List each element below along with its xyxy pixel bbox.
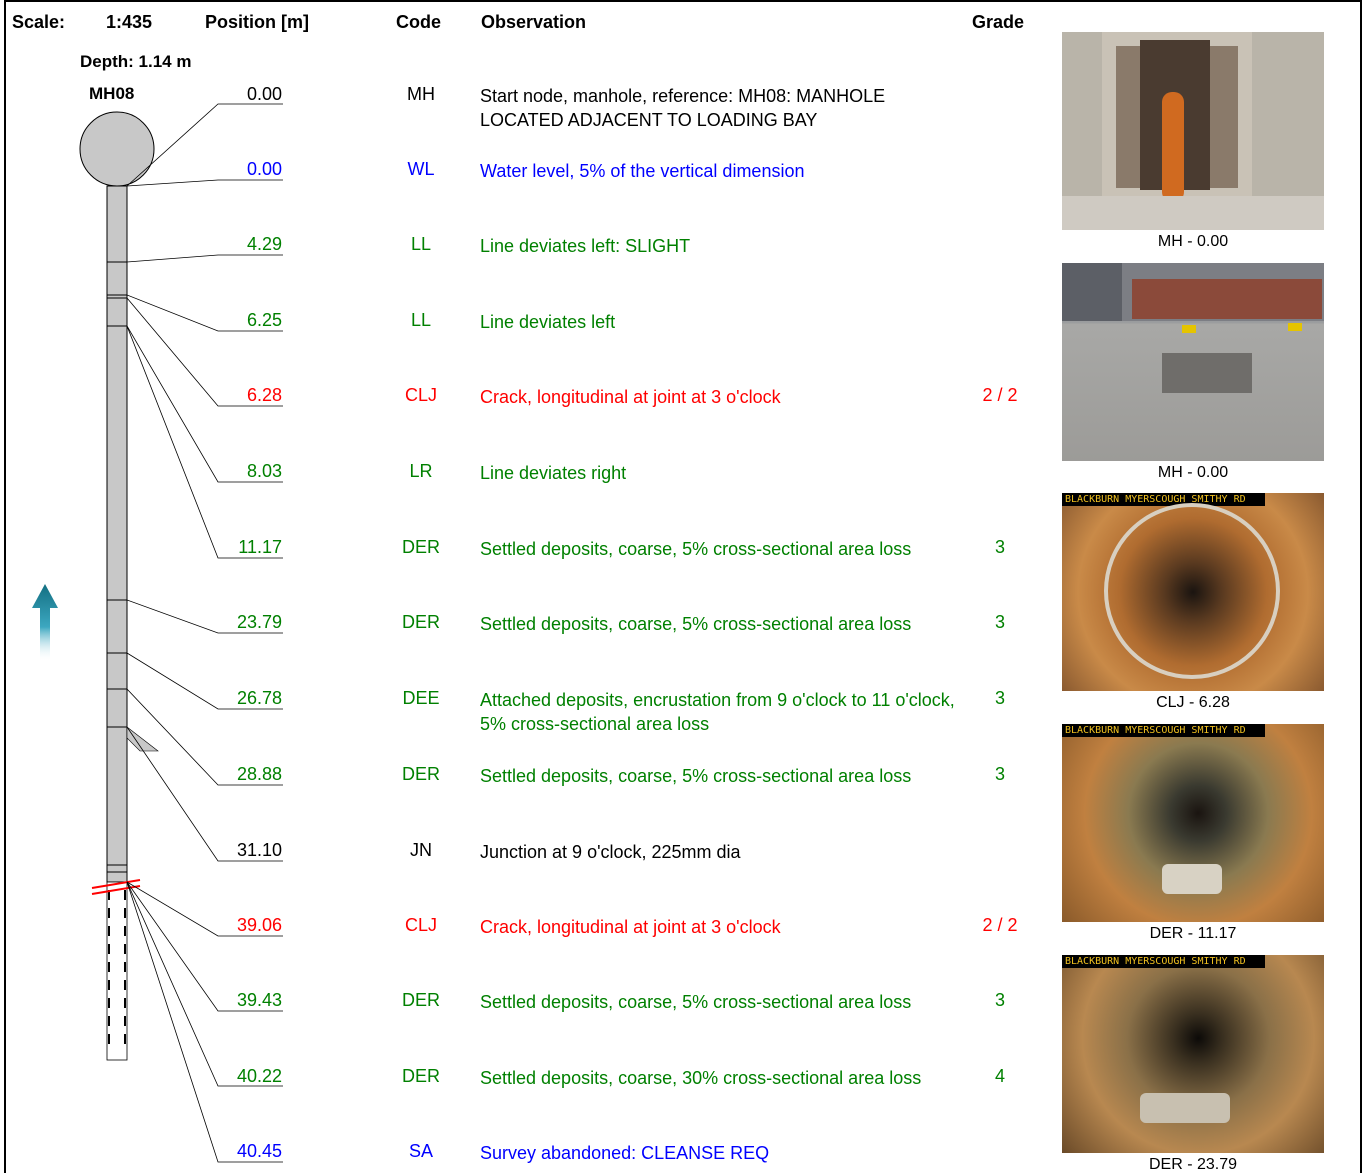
- code-value: MH: [407, 84, 435, 104]
- position-value: 40.45: [236, 1141, 282, 1161]
- observation-text: Start node, manhole, reference: MH08: MA…: [480, 86, 886, 130]
- manhole-symbol: [79, 111, 155, 187]
- position-value: 6.25: [246, 310, 282, 330]
- video-overlay-text: BLACKBURN MYERSCOUGH SMITHY RD: [1062, 955, 1265, 968]
- observation-text: Settled deposits, coarse, 5% cross-secti…: [480, 992, 912, 1012]
- grade-value: 3: [994, 612, 1005, 632]
- code-value: DEE: [402, 688, 440, 708]
- grade-value: 3: [994, 764, 1005, 784]
- grade-header: Grade: [972, 12, 1025, 32]
- position-value: 23.79: [236, 612, 282, 632]
- observation-text: Crack, longitudinal at joint at 3 o'cloc…: [480, 387, 781, 407]
- code-value: DER: [401, 990, 440, 1010]
- photo-manhole-chamber[interactable]: MH - 0.00: [1062, 32, 1324, 251]
- photo-pipe-interior-2[interactable]: BLACKBURN MYERSCOUGH SMITHY RD DER - 11.…: [1062, 724, 1324, 943]
- code-value: LL: [410, 234, 432, 254]
- code-header: Code: [396, 12, 441, 32]
- observation-text: Settled deposits, coarse, 5% cross-secti…: [480, 614, 912, 634]
- position-value: 39.43: [236, 990, 282, 1010]
- code-value: LL: [410, 310, 432, 330]
- pipe-unsurveyed: [106, 881, 128, 1061]
- observation-text: Line deviates left: SLIGHT: [480, 236, 691, 256]
- grade-value: 2 / 2: [982, 385, 1018, 405]
- photo-pipe-interior-1[interactable]: BLACKBURN MYERSCOUGH SMITHY RD CLJ - 6.2…: [1062, 493, 1324, 712]
- position-value: 31.10: [236, 840, 282, 860]
- photo-image: BLACKBURN MYERSCOUGH SMITHY RD: [1062, 955, 1324, 1153]
- code-value: CLJ: [404, 385, 437, 405]
- grade-value: 3: [994, 537, 1005, 557]
- code-value: DER: [401, 764, 440, 784]
- photo-caption: MH - 0.00: [1157, 464, 1229, 481]
- observation-text: Water level, 5% of the vertical dimensio…: [480, 161, 805, 181]
- position-value: 26.78: [236, 688, 282, 708]
- observation-text: Crack, longitudinal at joint at 3 o'cloc…: [480, 917, 781, 937]
- up-arrow-icon: [32, 584, 58, 662]
- scale-value: 1:435: [106, 12, 153, 32]
- video-overlay-text: BLACKBURN MYERSCOUGH SMITHY RD: [1062, 724, 1265, 737]
- position-header: Position [m]: [205, 12, 309, 32]
- position-value: 11.17: [238, 537, 282, 557]
- scale-label: Scale:: [12, 12, 66, 32]
- code-value: DER: [401, 1066, 440, 1086]
- position-value: 40.22: [236, 1066, 282, 1086]
- photo-image: [1062, 32, 1324, 230]
- position-value: 4.29: [246, 234, 282, 254]
- photo-image: [1062, 263, 1324, 461]
- photo-caption: DER - 11.17: [1149, 925, 1237, 942]
- observation-text: Settled deposits, coarse, 5% cross-secti…: [480, 766, 912, 786]
- photo-image: BLACKBURN MYERSCOUGH SMITHY RD: [1062, 724, 1324, 922]
- code-value: DER: [401, 537, 440, 557]
- observation-text: Line deviates right: [480, 463, 627, 483]
- photo-caption: MH - 0.00: [1157, 233, 1229, 250]
- observation-text: Settled deposits, coarse, 30% cross-sect…: [480, 1068, 922, 1088]
- photo-yard-surface[interactable]: MH - 0.00: [1062, 263, 1324, 482]
- code-value: SA: [408, 1141, 433, 1161]
- observation-text: Line deviates left: [480, 312, 616, 332]
- crack-mark: [91, 879, 141, 895]
- code-value: CLJ: [404, 915, 437, 935]
- observation-text: Junction at 9 o'clock, 225mm dia: [480, 842, 741, 862]
- grade-value: 3: [994, 990, 1005, 1010]
- observation-text: Survey abandoned: CLEANSE REQ: [480, 1143, 770, 1163]
- pipe-surveyed: [106, 185, 128, 883]
- node-name: MH08: [89, 84, 135, 103]
- photo-image: BLACKBURN MYERSCOUGH SMITHY RD: [1062, 493, 1324, 691]
- grade-value: 3: [994, 688, 1005, 708]
- position-value: 39.06: [236, 915, 282, 935]
- grade-value: 4: [994, 1066, 1005, 1086]
- video-overlay-text: BLACKBURN MYERSCOUGH SMITHY RD: [1062, 493, 1265, 506]
- grade-value: 2 / 2: [982, 915, 1018, 935]
- code-value: DER: [401, 612, 440, 632]
- observation-text: Settled deposits, coarse, 5% cross-secti…: [480, 539, 912, 559]
- position-value: 0.00: [246, 159, 282, 179]
- position-value: 6.28: [246, 385, 282, 405]
- photo-caption: CLJ - 6.28: [1156, 694, 1230, 711]
- node-depth: Depth: 1.14 m: [80, 52, 192, 71]
- photo-pipe-interior-3[interactable]: BLACKBURN MYERSCOUGH SMITHY RD DER - 23.…: [1062, 955, 1324, 1174]
- code-value: WL: [407, 159, 435, 179]
- leader-lines: [126, 103, 283, 1163]
- observation-header: Observation: [481, 12, 587, 32]
- position-value: 28.88: [236, 764, 282, 784]
- position-value: 8.03: [246, 461, 282, 481]
- pipe-joints: [107, 261, 127, 873]
- junction-symbol: [126, 726, 159, 752]
- code-value: LR: [409, 461, 433, 481]
- photo-caption: DER - 23.79: [1148, 1156, 1238, 1173]
- code-value: JN: [410, 840, 432, 860]
- position-value: 0.00: [246, 84, 282, 104]
- report-frame: [4, 0, 1362, 1173]
- observation-text: Attached deposits, encrustation from 9 o…: [480, 690, 955, 734]
